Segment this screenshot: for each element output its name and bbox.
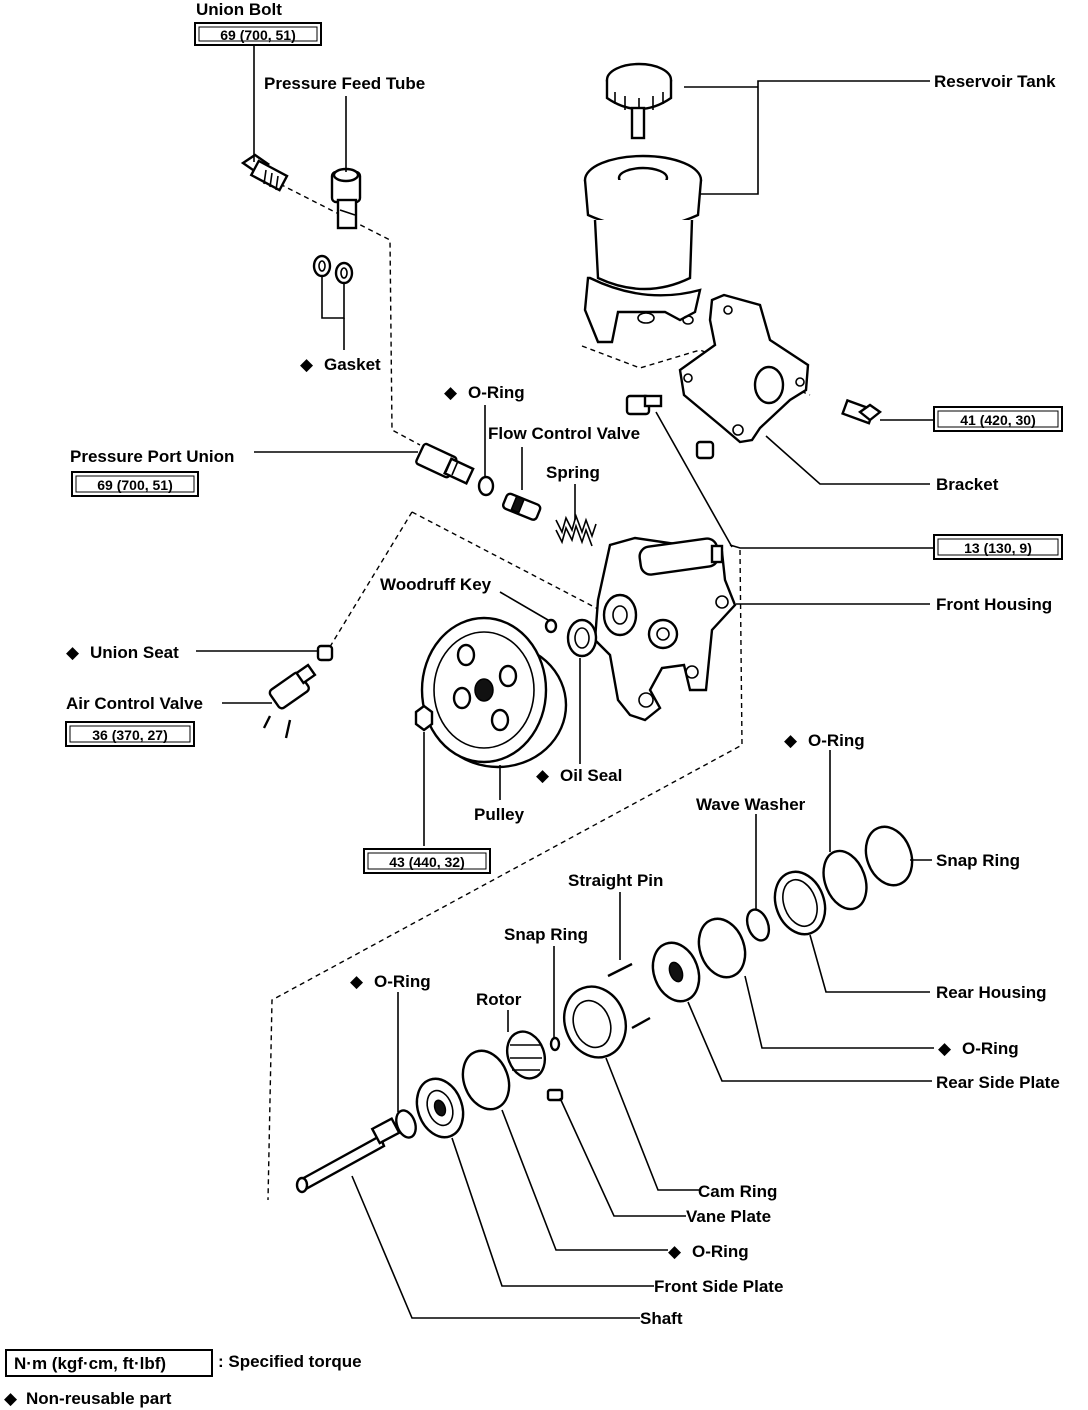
wave-washer-part [745, 908, 771, 942]
legend-torque-desc: : Specified torque [218, 1352, 362, 1371]
label-shaft: Shaft [640, 1309, 683, 1328]
torque-pressure-port-union: 69 (700, 51) [71, 471, 199, 497]
label-wave-washer: Wave Washer [696, 795, 806, 814]
gasket-part [312, 254, 354, 285]
rear-housing-part [773, 870, 827, 936]
woodruff-key-part [544, 618, 558, 634]
label-o-ring-4: O-Ring [962, 1039, 1019, 1058]
label-o-ring-3: O-Ring [374, 972, 431, 991]
svg-text:69 (700, 51): 69 (700, 51) [220, 27, 296, 43]
label-straight-pin: Straight Pin [568, 871, 663, 890]
label-rear-side-plate: Rear Side Plate [936, 1073, 1060, 1092]
label-rear-housing: Rear Housing [936, 983, 1047, 1002]
o-ring-rear-side-plate-part [697, 917, 747, 979]
leader-lines [196, 45, 934, 1319]
label-spring: Spring [546, 463, 600, 482]
spring-part [555, 513, 597, 547]
label-woodruff-key: Woodruff Key [380, 575, 492, 594]
label-rotor: Rotor [476, 990, 522, 1009]
label-union-seat: Union Seat [90, 643, 179, 662]
label-pressure-feed-tube: Pressure Feed Tube [264, 74, 425, 93]
legend-nonreusable-symbol: ◆ [4, 1389, 18, 1408]
marker-o-ring-3: ◆ [350, 972, 364, 991]
svg-text:13 (130, 9): 13 (130, 9) [964, 540, 1032, 556]
torque-air-control-valve: 36 (370, 27) [65, 721, 195, 747]
label-o-ring-5: O-Ring [692, 1242, 749, 1261]
label-oil-seal: Oil Seal [560, 766, 622, 785]
pressure-feed-tube-part [330, 167, 362, 230]
svg-text:36 (370, 27): 36 (370, 27) [92, 727, 168, 743]
straight-pin-part [607, 962, 651, 1030]
legend-nonreusable-desc: Non-reusable part [26, 1389, 172, 1408]
bracket-part [678, 293, 810, 444]
label-snap-ring-1: Snap Ring [936, 851, 1020, 870]
label-bracket: Bracket [936, 475, 999, 494]
marker-oil-seal: ◆ [536, 766, 550, 785]
svg-text:41 (420, 30): 41 (420, 30) [960, 412, 1036, 428]
bracket-bolts-part [625, 394, 883, 460]
reservoir-tank-part [583, 154, 703, 344]
o-ring-shaft-part [395, 1109, 417, 1139]
snap-ring-rear-part [864, 825, 914, 887]
front-housing-part [593, 536, 737, 722]
marker-o-ring-4: ◆ [938, 1039, 952, 1058]
label-gasket: Gasket [324, 355, 381, 374]
label-front-housing: Front Housing [936, 595, 1052, 614]
pulley-nut-part [414, 704, 434, 732]
pulley-part [420, 616, 568, 769]
part-labels: Union Bolt Pressure Feed Tube Reservoir … [66, 0, 1060, 1328]
torque-front-housing-bolt: 13 (130, 9) [933, 534, 1063, 560]
flow-control-valve-part [502, 492, 542, 521]
oil-seal-part [566, 618, 598, 658]
svg-text:43 (440, 32): 43 (440, 32) [389, 854, 465, 870]
marker-union-seat: ◆ [66, 643, 80, 662]
label-snap-ring-2: Snap Ring [504, 925, 588, 944]
label-pressure-port-union: Pressure Port Union [70, 447, 234, 466]
pressure-port-union-part [415, 442, 475, 485]
union-bolt-part [240, 153, 289, 192]
reservoir-cap-part [605, 62, 673, 140]
label-o-ring-1: O-Ring [468, 383, 525, 402]
rear-side-plate-part [651, 941, 701, 1003]
marker-o-ring-1: ◆ [444, 383, 458, 402]
torque-union-bolt: 69 (700, 51) [194, 22, 322, 46]
marker-gasket: ◆ [300, 355, 314, 374]
air-control-valve-part [262, 663, 317, 739]
label-front-side-plate: Front Side Plate [654, 1277, 783, 1296]
label-union-bolt: Union Bolt [196, 0, 282, 19]
label-flow-control-valve: Flow Control Valve [488, 424, 640, 443]
o-ring-front-side-plate-part [461, 1049, 511, 1111]
cam-ring-part [563, 985, 627, 1059]
o-ring-port-part [477, 475, 495, 497]
marker-o-ring-2: ◆ [784, 731, 798, 750]
label-air-control-valve: Air Control Valve [66, 694, 203, 713]
o-ring-rear-housing-part [822, 849, 868, 911]
label-pulley: Pulley [474, 805, 525, 824]
snap-ring-small-part [549, 1036, 561, 1052]
label-vane-plate: Vane Plate [686, 1207, 771, 1226]
front-side-plate-part [415, 1077, 465, 1139]
torque-bracket-bolt: 41 (420, 30) [933, 406, 1063, 432]
torque-pulley-nut: 43 (440, 32) [363, 848, 491, 874]
label-reservoir-tank: Reservoir Tank [934, 72, 1056, 91]
union-seat-part [316, 644, 334, 662]
rotor-part [505, 1030, 547, 1080]
svg-text:69 (700, 51): 69 (700, 51) [97, 477, 173, 493]
vane-plate-part [546, 1088, 564, 1102]
marker-o-ring-5: ◆ [668, 1242, 682, 1261]
label-o-ring-2: O-Ring [808, 731, 865, 750]
label-cam-ring: Cam Ring [698, 1182, 777, 1201]
legend: N·m (kgf·cm, ft·lbf) : Specified torque … [4, 1349, 362, 1408]
shaft-part [295, 1116, 401, 1194]
legend-torque-unit: N·m (kgf·cm, ft·lbf) [14, 1354, 166, 1373]
